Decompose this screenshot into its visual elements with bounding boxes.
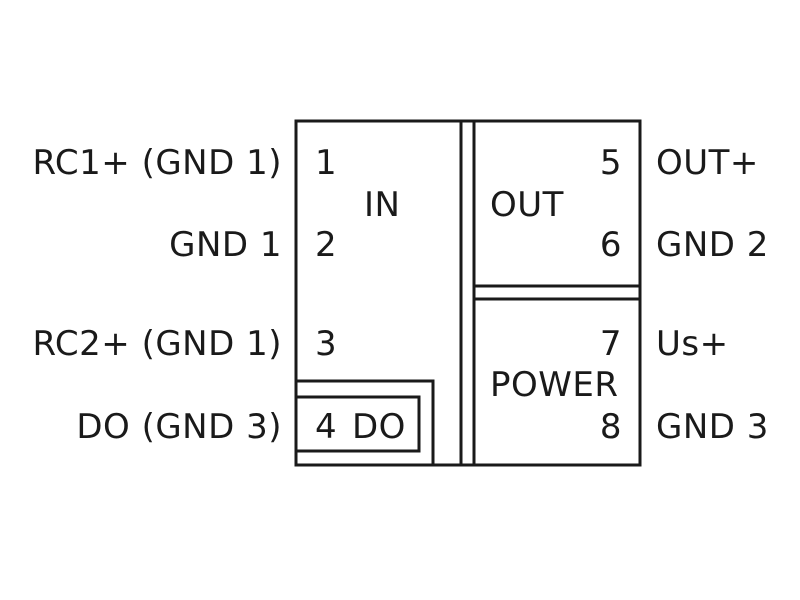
pin-number-5: 5 [599, 143, 622, 183]
pin-number-6: 6 [599, 225, 622, 265]
right-label-pin7: Us+ [656, 324, 729, 364]
right-label-pin8: GND 3 [656, 407, 769, 447]
left-label-pin2: GND 1 [169, 225, 282, 265]
block-label-do: DO [352, 407, 406, 447]
block-label-in: IN [364, 185, 401, 225]
pin-number-3: 3 [315, 324, 338, 364]
pin-number-1: 1 [315, 143, 338, 183]
pin-number-4: 4 [315, 407, 338, 447]
pin-number-7: 7 [599, 324, 622, 364]
pin-number-8: 8 [599, 407, 622, 447]
block-label-out: OUT [490, 185, 564, 225]
right-label-pin5: OUT+ [656, 143, 759, 183]
do-inner-frame [294, 395, 421, 453]
left-label-pin3: RC2+ (GND 1) [32, 324, 282, 364]
module-body [294, 119, 642, 467]
left-label-pin1: RC1+ (GND 1) [32, 143, 282, 183]
do-outer-frame [296, 379, 435, 465]
right-label-pin6: GND 2 [656, 225, 769, 265]
left-label-pin4: DO (GND 3) [76, 407, 282, 447]
pin-number-2: 2 [315, 225, 338, 265]
block-label-power: POWER [490, 365, 619, 405]
